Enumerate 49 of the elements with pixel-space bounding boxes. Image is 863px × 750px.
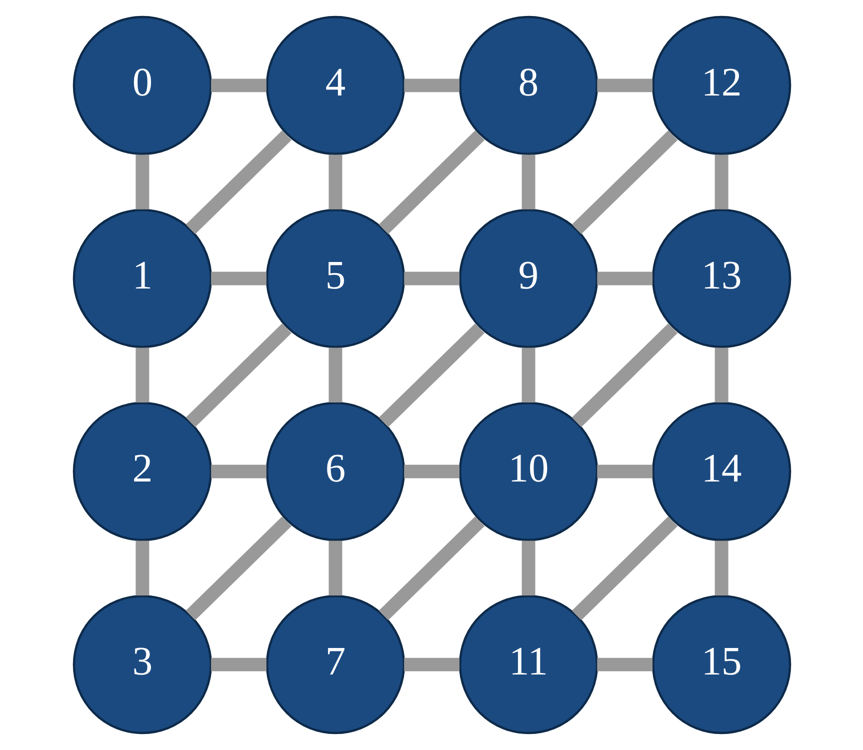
connector — [714, 154, 728, 210]
node-circle: 5 — [265, 208, 405, 348]
connector — [378, 130, 484, 234]
node-circle: 3 — [72, 594, 212, 734]
connector — [714, 540, 728, 596]
connector — [135, 154, 149, 210]
connector — [571, 324, 678, 428]
node-circle: 6 — [265, 402, 405, 542]
node-circle: 7 — [265, 594, 405, 734]
node-circle: 13 — [651, 208, 791, 348]
node-circle: 8 — [458, 16, 598, 156]
node-circle: 0 — [72, 16, 212, 156]
connector — [185, 516, 291, 620]
connector — [210, 272, 266, 286]
connector — [714, 348, 728, 402]
connector — [404, 272, 459, 286]
connector — [596, 658, 652, 672]
connector — [135, 348, 149, 402]
connector — [404, 464, 459, 478]
connector — [135, 540, 149, 596]
connector — [328, 154, 342, 210]
node-circle: 10 — [458, 402, 598, 542]
connector — [521, 540, 535, 596]
connector — [571, 516, 678, 620]
connector — [328, 540, 342, 596]
connector — [210, 464, 266, 478]
connector — [596, 272, 652, 286]
connector — [378, 516, 484, 620]
connector — [571, 130, 678, 234]
connector — [521, 154, 535, 210]
connector — [596, 78, 652, 92]
connector — [185, 324, 291, 428]
connector — [404, 658, 459, 672]
node-circle: 2 — [72, 402, 212, 542]
connector — [596, 464, 652, 478]
connector — [404, 78, 459, 92]
node-circle: 1 — [72, 208, 212, 348]
connector — [521, 348, 535, 402]
node-circle: 15 — [651, 594, 791, 734]
connector — [210, 78, 266, 92]
connector — [210, 658, 266, 672]
connector — [378, 324, 484, 428]
connector — [328, 348, 342, 402]
node-circle: 11 — [458, 594, 598, 734]
node-circle: 9 — [458, 208, 598, 348]
connector — [185, 130, 291, 234]
node-circle: 12 — [651, 16, 791, 156]
node-circle: 4 — [265, 16, 405, 156]
node-circle: 14 — [651, 402, 791, 542]
